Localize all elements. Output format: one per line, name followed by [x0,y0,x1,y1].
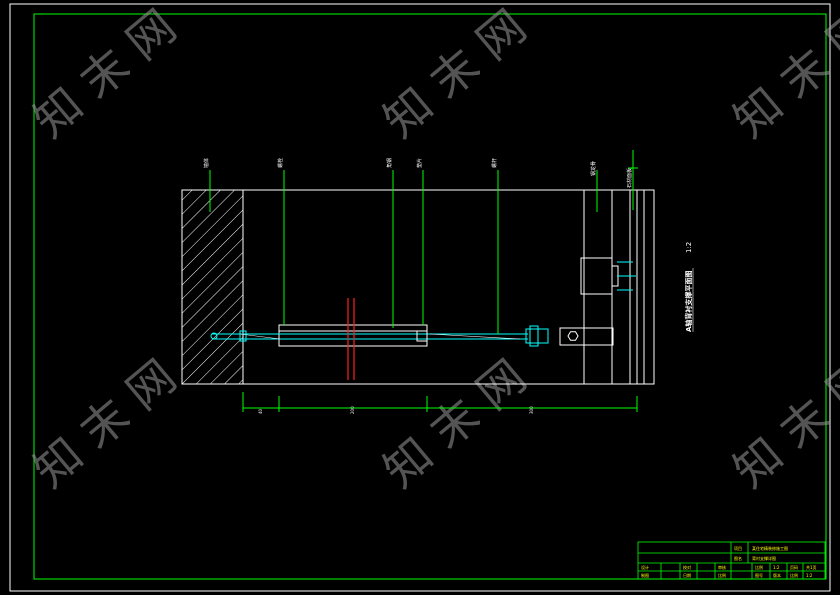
dimension-label: 300 [529,406,534,414]
title-block-cell: 日期 [683,572,691,578]
leader-lines [209,150,638,334]
title-block-cell: 图号 [755,572,763,578]
leader-label: 垫片 [416,158,423,168]
drawing-value: 背衬支撑详图 [752,555,776,561]
wall-hatch [181,189,244,385]
leader-label: 螺栓 [277,158,284,168]
leader-label: 石材面板 [626,168,633,188]
title-block-frame [637,541,826,580]
title-block [637,541,826,580]
title-block-cell: 版本 [773,572,781,578]
title-block-cell: 校对 [683,564,691,570]
title-block-cell: 审核 [718,564,726,570]
leader-labels: 墙体 螺栓 角钢 垫片 螺杆 钢龙骨 石材面板 [203,158,633,188]
watermark-text: 知 末 网 [723,0,840,148]
dimension-label: 40 [258,408,263,414]
angle-steel [278,324,428,347]
title-block-cell: 设计 [641,564,649,570]
leader-label: 钢龙骨 [590,161,597,176]
title-block-cell: 比例 [718,572,726,578]
title-block-cell: 1:2 [773,565,780,570]
leader-label: 角钢 [386,158,393,168]
dimension-line [242,392,638,412]
title-block-cell: 1:2 [806,573,813,578]
bracket-profile [580,257,619,295]
dimension-label: 200 [350,406,355,414]
drawing-label: 图名 [734,555,742,561]
project-value: 某住宅精装修施工图 [752,545,788,551]
rod-thread [239,333,281,340]
leader-label: 螺杆 [491,158,498,168]
project-label: 项目 [734,545,742,551]
outer-border [9,3,831,592]
inner-frame [33,13,827,580]
watermark-text: 知 末 网 [723,349,840,498]
washer [416,330,428,342]
watermark-text: 知 末 网 [23,0,186,148]
coupling-washer [529,325,539,347]
watermark-text: 知 末 网 [23,349,186,498]
section-detail [181,189,655,385]
rod-thread [429,333,521,340]
title-block-cell: 制图 [641,572,649,578]
title-block-cell: 共1页 [806,564,817,570]
title-block-cell: 比例 [755,564,763,570]
watermark-text: 知 末 网 [373,0,536,148]
leader-label: 墙体 [203,158,210,168]
drawing-title-group: A轴背衬支撑平面图 1:2 [684,242,694,332]
title-block-cell: 比例 [790,572,798,578]
coupling-nut [525,328,549,344]
hex-bolt-icon [567,331,579,341]
title-block-cell: 页码 [790,564,798,570]
steel-block [559,327,614,346]
watermark-text: 知 末 网 [373,349,536,498]
anchor-nut [239,330,247,342]
section-outline [181,189,655,385]
anchor-head [210,332,218,340]
drawing-title: A轴背衬支撑平面图 [684,271,693,332]
drawing-scale: 1:2 [685,242,693,253]
watermark-group: 知 末 网 知 末 网 知 末 网 知 末 网 知 末 网 知 末 网 [23,0,840,498]
